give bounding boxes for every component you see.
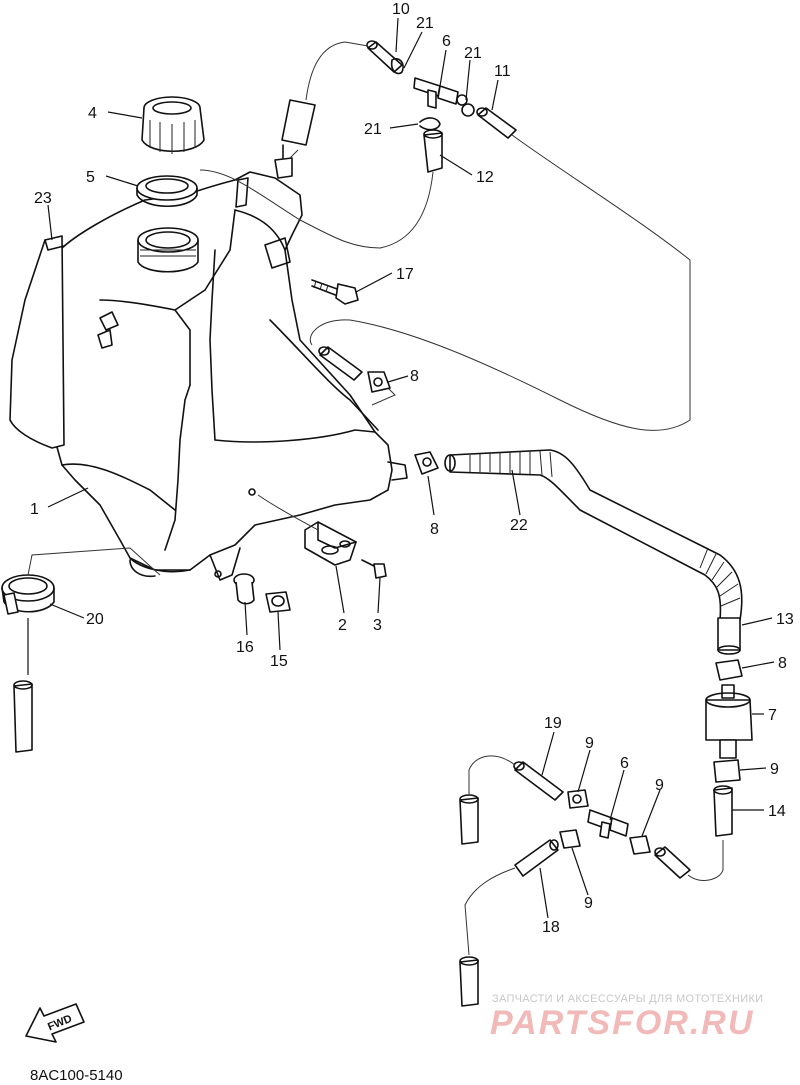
- callout-8: 8: [410, 368, 419, 385]
- diagram-code: 8AC100-5140: [30, 1067, 123, 1084]
- hose-clamp-band: [1, 547, 161, 615]
- callout-19: 19: [544, 715, 562, 732]
- watermark-tagline: ЗАПЧАСТИ И АКСЕССУАРЫ ДЛЯ МОТОТЕХНИКИ: [492, 993, 763, 1005]
- breather-hose-assembly: [199, 40, 691, 431]
- callout-3: 3: [373, 617, 382, 634]
- callout-labels: 10 21 6 21 11 4 21 12 5 23 17 8 1 8 22 2…: [30, 1, 794, 936]
- leader-lines: [47, 17, 775, 919]
- callout-10: 10: [392, 1, 410, 18]
- callout-23: 23: [34, 190, 52, 207]
- callout-11: 11: [494, 63, 511, 80]
- callout-8: 8: [778, 655, 787, 672]
- callout-22: 22: [510, 517, 528, 534]
- callout-8: 8: [430, 521, 439, 538]
- callout-1: 1: [30, 501, 39, 518]
- callout-9: 9: [770, 761, 779, 778]
- callout-20: 20: [86, 611, 104, 628]
- watermark: ЗАПЧАСТИ И АКСЕССУАРЫ ДЛЯ МОТОТЕХНИКИ PA…: [490, 993, 763, 1042]
- callout-21: 21: [364, 121, 382, 138]
- callout-16: 16: [236, 639, 254, 656]
- callout-18: 18: [542, 919, 560, 936]
- callout-4: 4: [88, 105, 97, 122]
- side-cover: [9, 235, 65, 449]
- bracket: [257, 494, 357, 566]
- drain-hose-left: [13, 618, 33, 753]
- screw: [361, 559, 387, 579]
- damper: [233, 573, 255, 605]
- callout-21: 21: [416, 15, 434, 32]
- callout-13: 13: [776, 611, 794, 628]
- fuel-hose-main: [414, 449, 743, 655]
- callout-21: 21: [464, 45, 482, 62]
- vent-hose-short: [318, 346, 391, 393]
- cap-gasket: [136, 175, 198, 207]
- watermark-brand: PARTSFOR.RU: [490, 1004, 754, 1042]
- callout-6: 6: [442, 33, 451, 50]
- fuel-cap: [141, 96, 205, 154]
- callout-15: 15: [270, 653, 288, 670]
- bolt: [311, 279, 359, 305]
- callout-9: 9: [584, 895, 593, 912]
- fuel-tank: [51, 144, 408, 581]
- callout-12: 12: [476, 169, 494, 186]
- callout-5: 5: [86, 169, 95, 186]
- callout-7: 7: [768, 707, 777, 724]
- lower-hose-assembly: [459, 755, 691, 1007]
- forward-arrow: FWD: [25, 1003, 85, 1043]
- callout-17: 17: [396, 266, 414, 283]
- callout-14: 14: [768, 803, 786, 820]
- forward-arrow-icon: [25, 1003, 85, 1043]
- callout-2: 2: [338, 617, 347, 634]
- collar: [265, 591, 291, 613]
- callout-9: 9: [585, 735, 594, 752]
- callout-9: 9: [655, 777, 664, 794]
- fuel-filter: [687, 659, 753, 881]
- callout-6: 6: [620, 755, 629, 772]
